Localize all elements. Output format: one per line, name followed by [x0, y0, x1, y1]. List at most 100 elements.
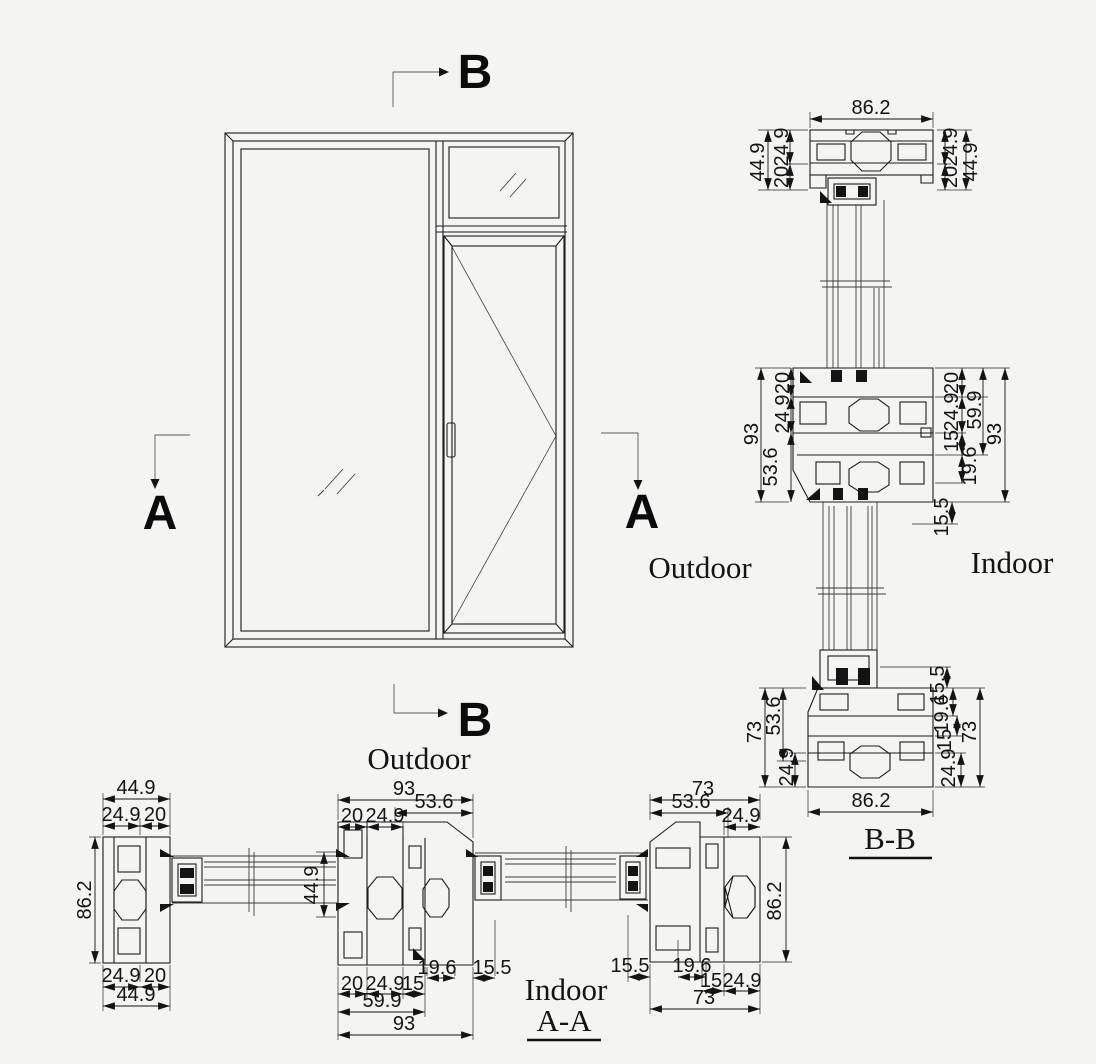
dim-bb-sill-right-249: 24.9 — [938, 749, 960, 788]
dim-aa-mullion-bot-599: 59.9 — [363, 990, 402, 1012]
bb-glazing-lower — [816, 502, 886, 662]
bb-glazing-upper — [820, 200, 892, 368]
dim-aa-ljamb-top-449: 44.9 — [117, 777, 156, 799]
text-labels: Outdoor Outdoor Indoor Indoor A-A B-B — [367, 545, 1054, 1042]
label-outdoor-elevation: Outdoor — [367, 741, 471, 776]
dim-aa-ljamb-top-20: 20 — [144, 804, 166, 826]
glass-mark-transom — [499, 172, 527, 198]
marker-b-top-label: B — [458, 46, 493, 99]
section-marker-b-bottom: B — [393, 684, 493, 747]
bb-transom-profile — [792, 367, 934, 503]
dim-aa-rjamb-bot-15: 15 — [700, 970, 722, 992]
dim-bb-transom-left-93: 93 — [741, 423, 763, 445]
dim-bb-transom-left-536: 53.6 — [760, 448, 782, 487]
section-marker-a-right: A — [601, 432, 660, 539]
dim-aa-mullion-top-20: 20 — [341, 805, 363, 827]
aa-glazing-right — [475, 846, 648, 912]
section-marker-a-left: A — [143, 434, 190, 540]
dim-aa-glazing-449: 44.9 — [301, 866, 323, 905]
dim-aa-ljamb-bot-249: 24.9 — [102, 965, 141, 987]
label-indoor-section-aa: Indoor — [525, 972, 608, 1007]
label-outdoor-section-bb: Outdoor — [648, 550, 752, 585]
dim-bb-transom-right-20: 20 — [941, 372, 963, 394]
dim-bb-sill-width: 86.2 — [852, 790, 891, 812]
dim-bb-sill-right-196: 19.6 — [931, 695, 953, 734]
dim-bb-head-width: 86.2 — [852, 97, 891, 119]
section-bb-title-text: B-B — [864, 821, 916, 856]
dim-aa-mullion-top-249: 24.9 — [366, 805, 405, 827]
dim-aa-mullion-bot-249: 24.9 — [366, 973, 405, 995]
aa-mullion-profile — [336, 821, 502, 966]
dim-bb-transom-right-599: 59.9 — [964, 391, 986, 430]
elevation-casement-sash — [443, 235, 565, 634]
bb-head-profile — [809, 129, 934, 206]
dim-aa-mullion-bot-20: 20 — [341, 973, 363, 995]
aa-glazing-left — [172, 848, 338, 916]
section-aa-title: A-A — [527, 1003, 601, 1042]
dim-bb-head-right-449: 44.9 — [960, 143, 982, 182]
section-aa-view: 44.9 24.9 20 86.2 24.9 20 44.9 44.9 93 5… — [74, 777, 792, 1040]
break-line — [816, 587, 886, 595]
section-markers: B B A A — [143, 46, 660, 747]
marker-a-right-label: A — [625, 486, 660, 539]
dim-bb-head-left-249: 24.9 — [771, 128, 793, 167]
dim-aa-mullion-top-93: 93 — [393, 778, 415, 800]
elevation-fixed-panel — [240, 148, 430, 632]
dim-bb-sill-left-536: 53.6 — [763, 697, 785, 736]
break-line — [820, 280, 892, 288]
dim-bb-transom-right-155: 15.5 — [931, 498, 953, 537]
section-marker-b-top: B — [392, 46, 493, 107]
marker-b-bottom-label: B — [458, 694, 493, 747]
dim-bb-sill-left-73: 73 — [744, 721, 766, 743]
aa-dimensions: 44.9 24.9 20 86.2 24.9 20 44.9 44.9 93 5… — [74, 777, 792, 1040]
dim-bb-sill-right-73: 73 — [959, 721, 981, 743]
elevation-mullion — [435, 141, 444, 639]
elevation-view — [224, 132, 574, 648]
dim-aa-ljamb-bot-449: 44.9 — [117, 984, 156, 1006]
dim-bb-transom-left-249: 24.9 — [772, 395, 794, 434]
dim-aa-rjamb-bot-73: 73 — [693, 987, 715, 1009]
dim-bb-sill-left-249: 24.9 — [776, 748, 798, 787]
dim-aa-mullion-bot-155: 15.5 — [473, 957, 512, 979]
dim-aa-rjamb-bot-196: 19.6 — [673, 955, 712, 977]
aa-right-jamb-profile — [619, 821, 761, 963]
label-indoor-section-bb: Indoor — [971, 545, 1054, 580]
bb-dimensions: 86.2 24.9 20 44.9 24.9 20 44.9 20 24.9 5… — [741, 97, 1010, 817]
dim-bb-head-right-20: 20 — [940, 166, 962, 188]
dim-bb-head-right-249: 24.9 — [940, 128, 962, 167]
break-line — [565, 846, 572, 912]
section-bb-title: B-B — [849, 821, 932, 860]
glass-mark-fixed — [317, 468, 356, 497]
dim-aa-rjamb-top-536: 53.6 — [672, 791, 711, 813]
dim-bb-head-left-20: 20 — [771, 166, 793, 188]
dim-bb-transom-right-15: 15 — [941, 430, 963, 452]
section-bb-view: 86.2 24.9 20 44.9 24.9 20 44.9 20 24.9 5… — [741, 97, 1010, 817]
aa-left-jamb-profile — [102, 836, 203, 964]
dim-aa-ljamb-depth: 86.2 — [74, 881, 96, 920]
dim-bb-transom-right-93: 93 — [984, 423, 1006, 445]
dim-aa-mullion-bot-15: 15 — [402, 973, 424, 995]
dim-aa-rjamb-bot-249: 24.9 — [723, 970, 762, 992]
break-line — [248, 848, 255, 916]
dim-aa-ljamb-top-249: 24.9 — [102, 804, 141, 826]
door-handle — [446, 422, 456, 458]
dim-bb-transom-left-20: 20 — [772, 372, 794, 394]
dim-bb-sill-right-15: 15 — [934, 729, 956, 751]
elevation-transom-window — [436, 146, 567, 233]
dim-bb-head-left-449: 44.9 — [747, 143, 769, 182]
dim-aa-mullion-top-536: 53.6 — [415, 791, 454, 813]
dim-aa-rjamb-bot-155: 15.5 — [611, 955, 650, 977]
dim-aa-ljamb-bot-20: 20 — [144, 965, 166, 987]
dim-bb-transom-right-249: 24.9 — [941, 393, 963, 432]
dim-bb-transom-right-196: 19.6 — [959, 447, 981, 486]
dim-aa-mullion-bot-196: 19.6 — [418, 957, 457, 979]
section-aa-title-text: A-A — [536, 1003, 592, 1038]
dim-bb-sill-right-155: 15.5 — [927, 666, 949, 705]
bb-sill-profile — [807, 649, 934, 788]
dim-aa-rjamb-top-249: 24.9 — [722, 805, 761, 827]
dim-aa-rjamb-depth: 86.2 — [764, 882, 786, 921]
marker-a-left-label: A — [143, 487, 178, 540]
dim-aa-mullion-bot-93: 93 — [393, 1013, 415, 1035]
